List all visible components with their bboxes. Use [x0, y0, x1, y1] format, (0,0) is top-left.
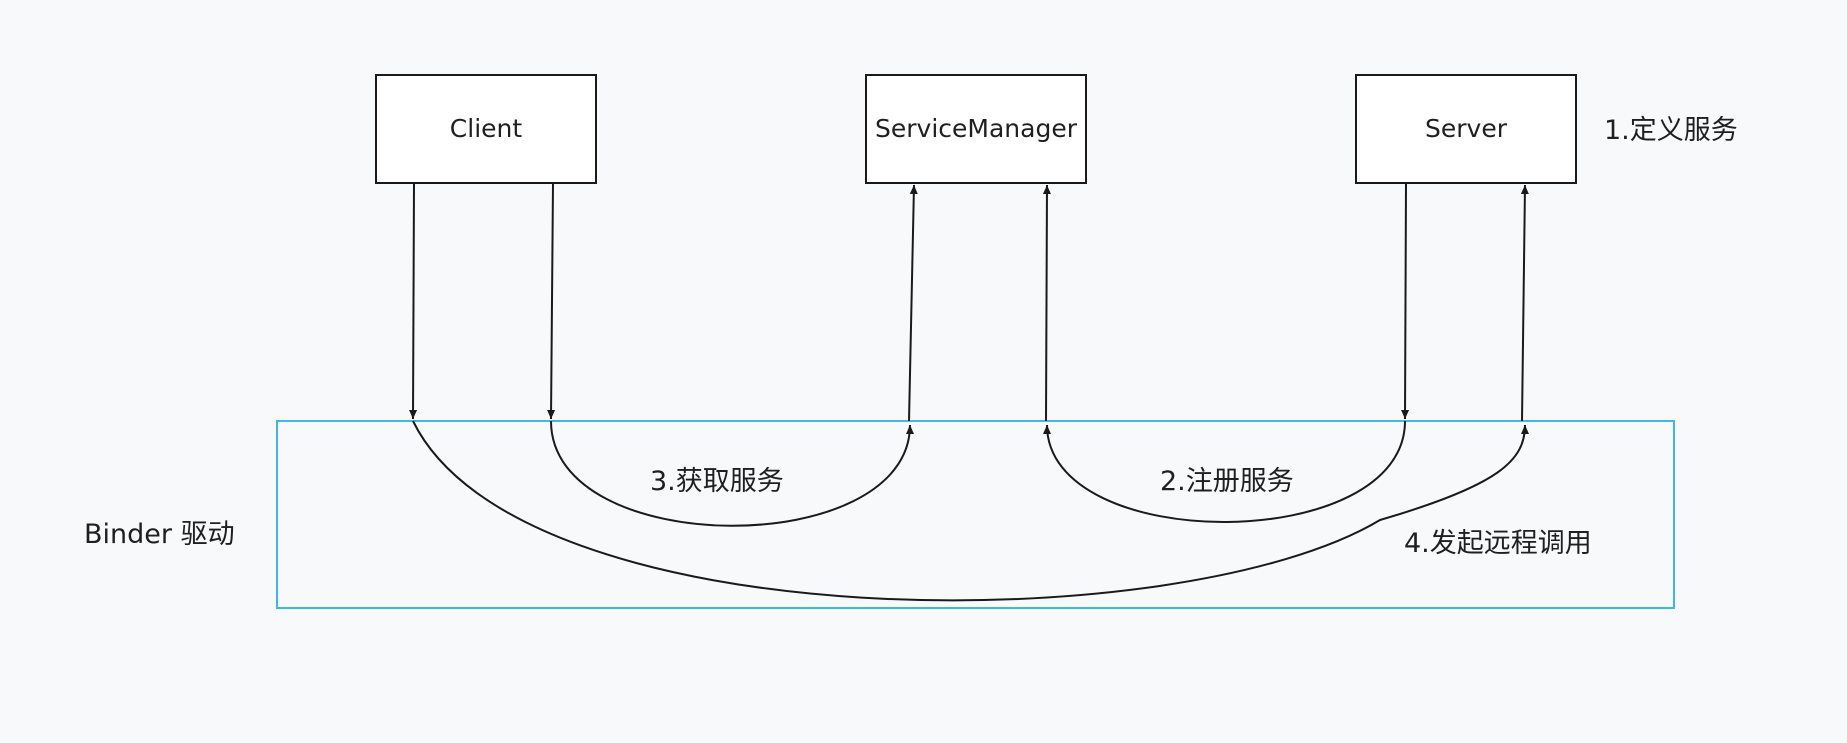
server-label: Server [1425, 114, 1508, 143]
server-node: Server [1355, 74, 1577, 184]
step-register-service-label: 2.注册服务 [1160, 466, 1294, 497]
client-down-arrow-2 [547, 182, 556, 420]
get-service-curve [550, 420, 914, 527]
server-box [1355, 74, 1577, 184]
binder-driver-label: Binder 驱动 [84, 519, 235, 550]
step-get-service-label: 3.获取服务 [650, 466, 784, 497]
service-manager-up-arrow-1 [908, 184, 918, 422]
service-manager-label: ServiceManager [875, 114, 1078, 143]
service-manager-up-arrow-2 [1042, 184, 1051, 422]
step-define-service-label: 1.定义服务 [1604, 115, 1738, 146]
binder-driver-box [276, 420, 1675, 609]
client-down-arrow-1 [409, 182, 418, 420]
register-service-curve [1043, 420, 1406, 523]
remote-call-curve [412, 420, 1529, 602]
client-node: Client [375, 74, 597, 184]
server-up-arrow [1520, 184, 1529, 422]
step-remote-call-label: 4.发起远程调用 [1404, 528, 1592, 559]
client-label: Client [450, 114, 523, 143]
server-down-arrow [1401, 182, 1410, 420]
service-manager-node: ServiceManager [865, 74, 1087, 184]
client-box [375, 74, 597, 184]
service-manager-box [865, 74, 1087, 184]
